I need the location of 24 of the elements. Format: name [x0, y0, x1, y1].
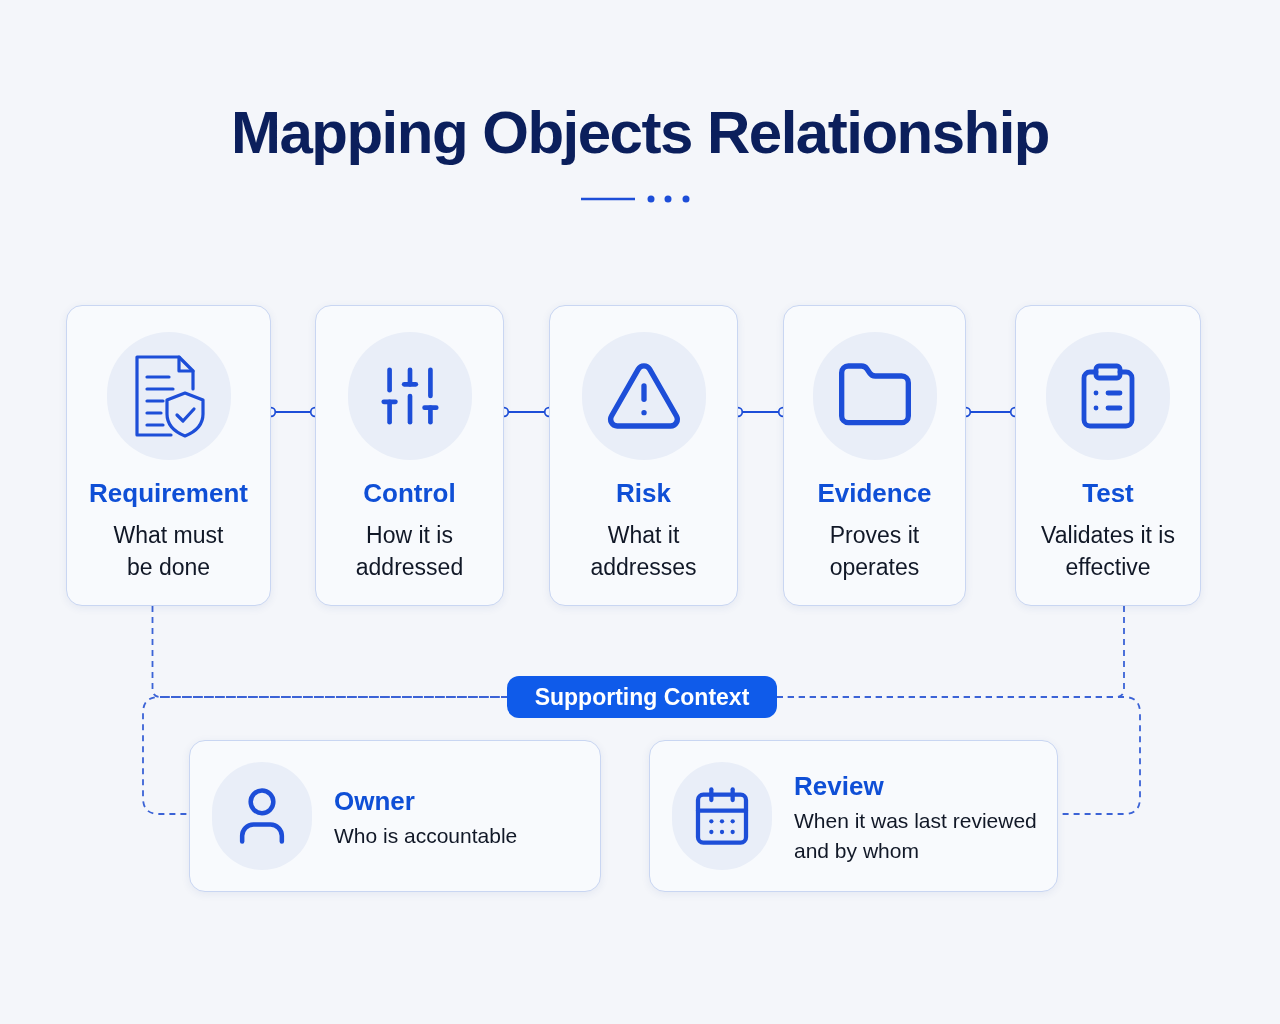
- card-title: Control: [363, 477, 456, 510]
- card-title: Requirement: [89, 477, 248, 510]
- card-description: What must be done: [112, 521, 225, 582]
- card-title: Test: [1082, 477, 1134, 510]
- card-description: Validates it is effective: [1040, 521, 1176, 582]
- object-card: [783, 305, 966, 606]
- card-description: What it addresses: [589, 521, 698, 582]
- context-pill: Supporting Context: [507, 676, 777, 718]
- card-description: Proves it operates: [828, 521, 921, 582]
- card-title: Risk: [616, 477, 671, 510]
- object-card: [1015, 305, 1201, 606]
- card-description: When it was last reviewed and by whom: [794, 807, 1038, 864]
- object-card: [315, 305, 504, 606]
- object-card: [66, 305, 271, 606]
- dashed-connector: [142, 696, 508, 815]
- card-description: How it is addressed: [354, 521, 465, 582]
- card-title: Owner: [334, 784, 416, 818]
- title: Mapping Objects Relationship: [229, 98, 1051, 168]
- card-title: Review: [794, 769, 885, 803]
- context-card: [189, 740, 601, 892]
- card-title: Evidence: [817, 477, 932, 510]
- object-card: [549, 305, 738, 606]
- context-card: [649, 740, 1058, 892]
- card-description: Who is accountable: [334, 822, 518, 849]
